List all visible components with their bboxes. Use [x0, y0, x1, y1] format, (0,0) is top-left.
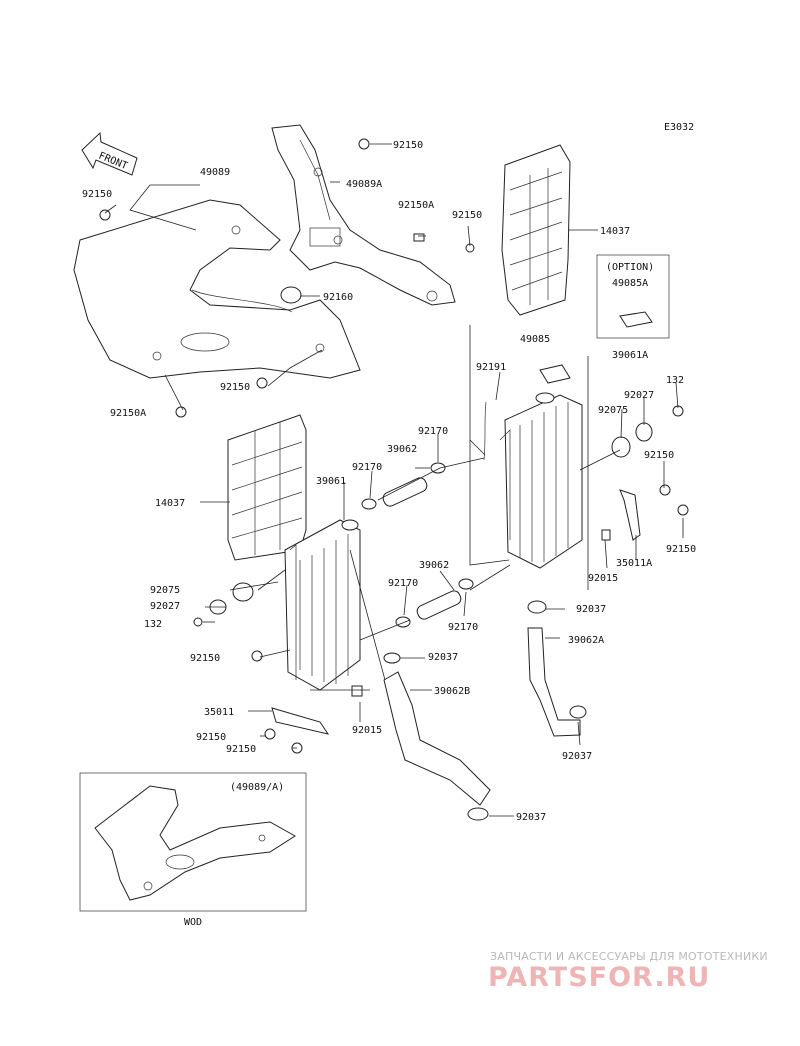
part-label: 14037	[600, 226, 630, 237]
part-label: 92037	[516, 812, 546, 823]
radiator-guard-left	[227, 414, 307, 561]
part-label: 92191	[476, 362, 506, 373]
part-label: 35011	[204, 707, 234, 718]
part-label: 92037	[576, 604, 606, 615]
watermark-tagline: ЗАПЧАСТИ И АКСЕССУАРЫ ДЛЯ МОТОТЕХНИКИ	[490, 950, 768, 963]
hose-39062B	[383, 671, 491, 806]
diagram-code: E3032	[664, 122, 694, 133]
part-label: 39062	[419, 560, 449, 571]
part-label: 39062	[387, 444, 417, 455]
part-label: 14037	[155, 498, 185, 509]
bolt-icons	[99, 138, 689, 754]
part-label: 132	[144, 619, 162, 630]
part-label: 39061A	[612, 350, 648, 361]
part-label: 92150	[644, 450, 674, 461]
part-label: 92170	[448, 622, 478, 633]
part-label: 92150	[82, 189, 112, 200]
grommet-92160	[280, 286, 302, 304]
hose-39062-lower	[416, 590, 462, 620]
part-label: 92150	[393, 140, 423, 151]
radiator-guard-top	[501, 144, 571, 316]
part-label: 92150	[220, 382, 250, 393]
part-label: 92037	[562, 751, 592, 762]
part-label: 92150	[190, 653, 220, 664]
bracket-35011	[271, 707, 330, 735]
hose-39062A	[527, 627, 581, 737]
part-label: 39061	[316, 476, 346, 487]
watermark-logo: PARTSFOR.RU	[488, 962, 711, 993]
part-label: 92170	[418, 426, 448, 437]
bracket-35011A	[619, 489, 641, 541]
option-box-part: 49085A	[612, 278, 648, 289]
option-box-title: (OPTION)	[606, 262, 654, 273]
inset-title: (49089/A)	[230, 782, 284, 793]
part-label: 92075	[150, 585, 180, 596]
part-label: 49089A	[346, 179, 382, 190]
part-label: 92027	[624, 390, 654, 401]
option-box: (OPTION) 49085A	[596, 254, 670, 339]
part-label: 92160	[323, 292, 353, 303]
inset-box: (49089/A) WOD	[79, 772, 307, 928]
hose-39062-upper	[382, 477, 428, 507]
part-label: 35011A	[616, 558, 652, 569]
part-label: 92170	[352, 462, 382, 473]
leader-lines	[104, 143, 684, 817]
part-label: 92150A	[398, 200, 434, 211]
radiator-shroud-left	[73, 199, 361, 379]
part-label: 92027	[150, 601, 180, 612]
radiator-shroud-right	[271, 124, 456, 306]
part-labels: 92150 49089 92150 49089A 92150A 92150 14…	[82, 140, 696, 823]
part-label: 92150	[226, 744, 256, 755]
part-label: 92015	[352, 725, 382, 736]
radiator-right	[499, 392, 583, 569]
hose-92191	[483, 401, 487, 461]
radiator-cap-insert	[539, 364, 571, 384]
part-label: 39062A	[568, 635, 604, 646]
inset-caption: WOD	[184, 917, 202, 928]
part-label: 92037	[428, 652, 458, 663]
part-label: 92150	[452, 210, 482, 221]
part-label: 92150A	[110, 408, 146, 419]
part-label: 49089	[200, 167, 230, 178]
part-label: 92170	[388, 578, 418, 589]
part-label: 92015	[588, 573, 618, 584]
part-label: 92075	[598, 405, 628, 416]
radiator-left	[284, 519, 361, 691]
part-label: 92150	[196, 732, 226, 743]
part-label: 39062B	[434, 686, 470, 697]
part-label: 49085	[520, 334, 550, 345]
part-label: 92150	[666, 544, 696, 555]
part-label: 132	[666, 375, 684, 386]
front-arrow-icon: FRONT	[81, 131, 138, 176]
